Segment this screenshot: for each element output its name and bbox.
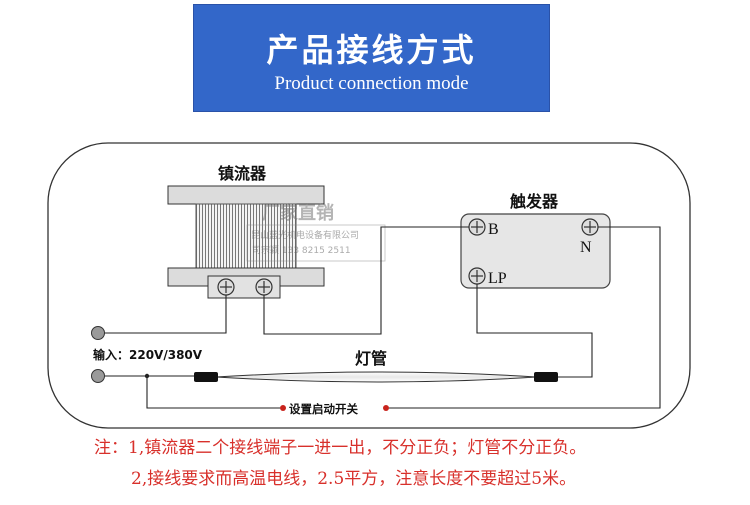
lamp-cap-right: [534, 372, 558, 382]
lamp-label: 灯管: [355, 349, 387, 368]
title-english: Product connection mode: [274, 73, 469, 94]
junction-dot: [144, 373, 150, 379]
watermark-line3: 司宗颖 133 8215 2511: [252, 244, 351, 256]
wires: [98, 226, 661, 409]
title-banner: 产品接线方式 Product connection mode: [193, 4, 550, 112]
starter: B N LP: [460, 213, 611, 289]
switch-label: 设置启动开关: [289, 402, 358, 416]
terminal-lp-label: LP: [488, 270, 507, 287]
title-chinese: 产品接线方式: [266, 31, 477, 69]
ballast-terminal-left: [217, 278, 235, 296]
lamp-cap-left: [194, 372, 218, 382]
watermark-line2: 昆山蓝光机电设备有限公司: [251, 229, 359, 241]
watermark-line1: 厂家直销: [262, 202, 334, 224]
starter-terminal-n: [581, 218, 599, 236]
ballast: [167, 185, 325, 299]
terminal-b-label: B: [488, 221, 499, 238]
terminal-n-label: N: [580, 239, 592, 256]
starter-label: 触发器: [509, 192, 559, 211]
switch-contact-left: [280, 405, 286, 411]
switch-contact-right: [383, 405, 389, 411]
note-line-1: 注：1,镇流器二个接线端子一进一出，不分正负；灯管不分正负。: [94, 438, 587, 458]
starter-terminal-b: [468, 218, 486, 236]
input-label: 输入：220V/380V: [93, 347, 203, 362]
watermark: 厂家直销 昆山蓝光机电设备有限公司 司宗颖 133 8215 2511: [246, 202, 386, 262]
ballast-label: 镇流器: [218, 164, 267, 183]
starter-terminal-lp: [468, 267, 486, 285]
ballast-terminal-right: [255, 278, 273, 296]
diagram-frame: [47, 142, 691, 429]
input-terminal-top: [91, 326, 105, 340]
input-terminal-bottom: [91, 369, 105, 383]
note-line-2: 2,接线要求而高温电线，2.5平方，注意长度不要超过5米。: [131, 469, 577, 489]
lamp-tube: [194, 371, 558, 383]
